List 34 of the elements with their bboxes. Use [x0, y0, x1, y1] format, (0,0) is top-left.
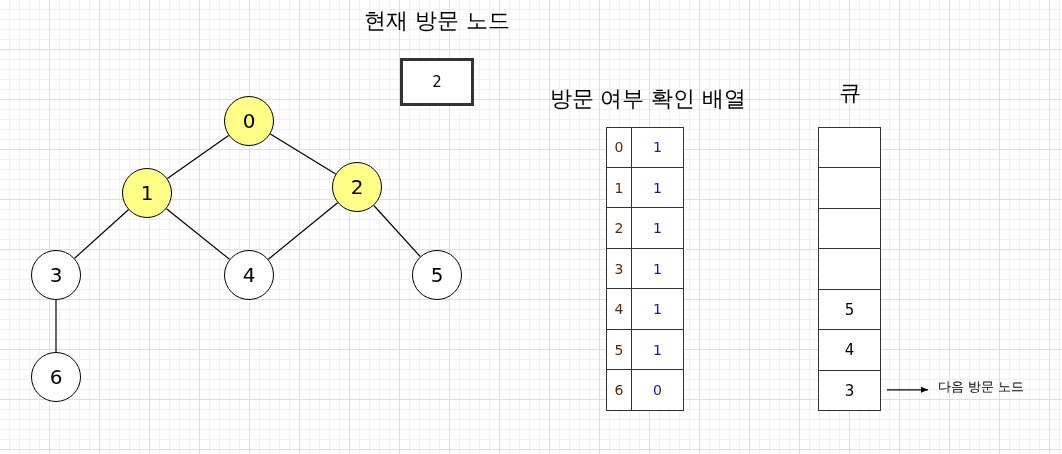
- value-box: 2: [400, 58, 474, 106]
- table-cell: 1: [631, 207, 684, 250]
- arrow: [886, 386, 929, 393]
- table-cell: 1: [631, 126, 684, 169]
- edge-line: [166, 134, 230, 180]
- table-cell: 1: [631, 166, 684, 209]
- graph-node: 2: [332, 162, 382, 212]
- edge-line: [55, 299, 57, 353]
- edge-line: [73, 209, 130, 259]
- heading: 큐: [837, 79, 862, 107]
- edge-line: [269, 133, 337, 175]
- table-cell: 0: [631, 369, 684, 411]
- edge-line: [267, 202, 339, 260]
- queue-cell: 4: [818, 329, 881, 372]
- queue-cell: 5: [818, 288, 881, 331]
- empty-queue-cell: [818, 207, 881, 250]
- graph-node: 4: [224, 250, 274, 300]
- table-cell: 1: [631, 247, 684, 290]
- heading: 방문 여부 확인 배열: [548, 85, 748, 113]
- queue-cell: 3: [818, 369, 881, 412]
- empty-queue-cell: [818, 127, 881, 169]
- edge-line: [165, 208, 231, 260]
- empty-queue-cell: [818, 167, 881, 210]
- heading: 현재 방문 노드: [363, 7, 511, 35]
- graph-node: 3: [31, 250, 81, 300]
- table-cell: 1: [631, 328, 684, 371]
- graph-node: 6: [31, 352, 81, 402]
- empty-queue-cell: [818, 248, 881, 291]
- graph-node: 1: [122, 168, 172, 218]
- graph-node: 0: [224, 96, 274, 146]
- graph-node: 5: [412, 250, 462, 300]
- table-cell: 1: [631, 288, 684, 331]
- node-label: 다음 방문 노드: [938, 376, 1025, 398]
- edge-line: [373, 204, 421, 258]
